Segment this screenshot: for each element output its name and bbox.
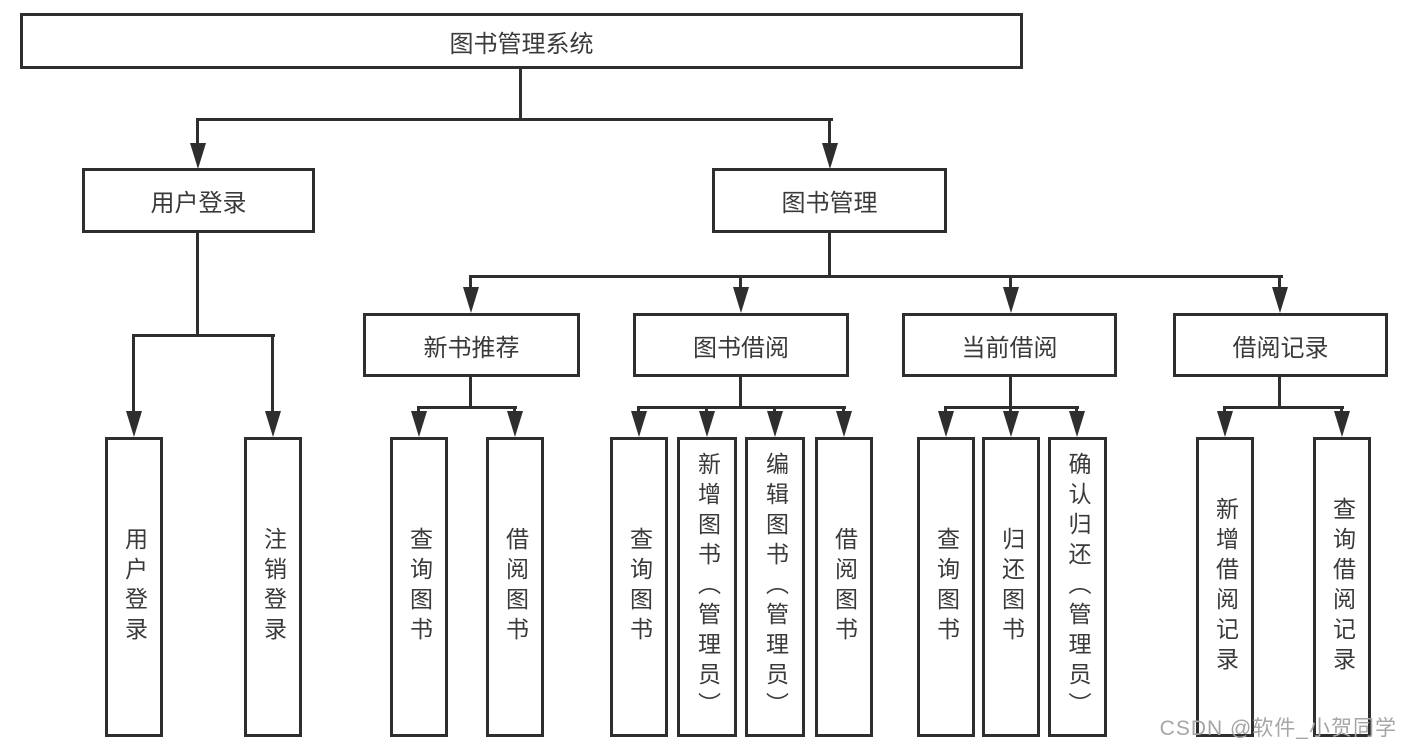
arrow-down-icon	[190, 143, 206, 169]
connector-line	[1340, 406, 1343, 414]
leaf-newbook-borrow-label: 借阅图书	[502, 527, 529, 647]
leaf-user-login: 用户登录	[105, 437, 163, 737]
connector-line	[1223, 406, 1344, 409]
node-current-borrow-label: 当前借阅	[961, 334, 1058, 362]
node-root-label: 图书管理系统	[449, 30, 594, 58]
connector-line	[132, 334, 135, 412]
leaf-borrow-borrow: 借阅图书	[815, 437, 873, 737]
connector-line	[196, 118, 833, 121]
arrow-down-icon	[1003, 287, 1019, 313]
node-current-borrow: 当前借阅	[902, 313, 1117, 377]
leaf-logout-label: 注销登录	[260, 527, 287, 647]
arrow-down-icon	[126, 411, 142, 437]
arrow-down-icon	[507, 411, 523, 437]
leaf-records-add-label: 新增借阅记录	[1212, 497, 1239, 677]
leaf-borrow-edit: 编辑图书（管理员）	[745, 437, 805, 737]
leaf-user-login-label: 用户登录	[121, 527, 148, 647]
arrow-down-icon	[733, 287, 749, 313]
leaf-records-query: 查询借阅记录	[1313, 437, 1371, 737]
node-book-manage: 图书管理	[712, 168, 947, 233]
leaf-logout: 注销登录	[244, 437, 302, 737]
arrow-down-icon	[265, 411, 281, 437]
connector-line	[469, 377, 472, 409]
connector-line	[842, 406, 845, 414]
connector-line	[271, 334, 274, 412]
connector-line	[469, 275, 1283, 278]
connector-line	[828, 118, 831, 143]
connector-line	[417, 406, 420, 414]
arrow-down-icon	[411, 411, 427, 437]
leaf-current-confirm-label: 确认归还（管理员）	[1065, 452, 1091, 722]
connector-line	[417, 406, 517, 409]
connector-line	[1278, 275, 1281, 289]
connector-line	[132, 334, 275, 337]
arrow-down-icon	[1217, 411, 1233, 437]
node-book-borrow: 图书借阅	[633, 313, 849, 377]
connector-line	[196, 118, 199, 143]
leaf-records-add: 新增借阅记录	[1196, 437, 1254, 737]
node-user-login: 用户登录	[82, 168, 315, 233]
leaf-current-query-label: 查询图书	[933, 527, 960, 647]
connector-line	[1223, 406, 1226, 414]
node-new-book: 新书推荐	[363, 313, 580, 377]
leaf-current-return-label: 归还图书	[998, 527, 1025, 647]
leaf-borrow-query: 查询图书	[610, 437, 668, 737]
arrow-down-icon	[767, 411, 783, 437]
node-user-login-label: 用户登录	[150, 190, 247, 217]
arrow-down-icon	[631, 411, 647, 437]
node-borrow-records: 借阅记录	[1173, 313, 1388, 377]
leaf-borrow-add: 新增图书（管理员）	[677, 437, 737, 737]
csdn-watermark: CSDN @软件_小贺同学	[1159, 717, 1397, 740]
connector-line	[739, 275, 742, 289]
connector-line	[773, 406, 776, 414]
arrow-down-icon	[1069, 411, 1085, 437]
arrow-down-icon	[836, 411, 852, 437]
connector-line	[1009, 406, 1012, 414]
arrow-down-icon	[938, 411, 954, 437]
connector-line	[828, 233, 831, 278]
leaf-borrow-add-label: 新增图书（管理员）	[694, 452, 721, 722]
connector-line	[944, 406, 947, 414]
arrow-down-icon	[1003, 411, 1019, 437]
node-root: 图书管理系统	[20, 13, 1023, 69]
leaf-records-query-label: 查询借阅记录	[1329, 497, 1356, 677]
arrow-down-icon	[463, 287, 479, 313]
leaf-newbook-borrow: 借阅图书	[486, 437, 544, 737]
connector-line	[196, 233, 199, 337]
connector-line	[1278, 377, 1281, 409]
connector-line	[1009, 275, 1012, 289]
leaf-borrow-borrow-label: 借阅图书	[831, 527, 858, 647]
connector-line	[739, 377, 742, 409]
leaf-newbook-query-label: 查询图书	[406, 527, 433, 647]
leaf-current-confirm: 确认归还（管理员）	[1048, 437, 1107, 737]
node-book-borrow-label: 图书借阅	[693, 334, 789, 362]
connector-line	[637, 406, 846, 409]
connector-line	[513, 406, 516, 414]
arrow-down-icon	[822, 143, 838, 169]
connector-line	[637, 406, 640, 414]
connector-line	[1009, 377, 1012, 409]
leaf-borrow-query-label: 查询图书	[626, 527, 653, 647]
leaf-borrow-edit-label: 编辑图书（管理员）	[762, 452, 789, 722]
leaf-current-query: 查询图书	[917, 437, 975, 737]
connector-line	[469, 275, 472, 289]
arrow-down-icon	[1334, 411, 1350, 437]
arrow-down-icon	[1272, 287, 1288, 313]
connector-line	[705, 406, 708, 414]
leaf-current-return: 归还图书	[982, 437, 1040, 737]
node-new-book-label: 新书推荐	[423, 334, 520, 362]
connector-line	[1075, 406, 1078, 414]
node-borrow-records-label: 借阅记录	[1232, 334, 1329, 362]
leaf-newbook-query: 查询图书	[390, 437, 448, 737]
arrow-down-icon	[699, 411, 715, 437]
node-book-manage-label: 图书管理	[781, 190, 878, 217]
connector-line	[519, 69, 522, 119]
